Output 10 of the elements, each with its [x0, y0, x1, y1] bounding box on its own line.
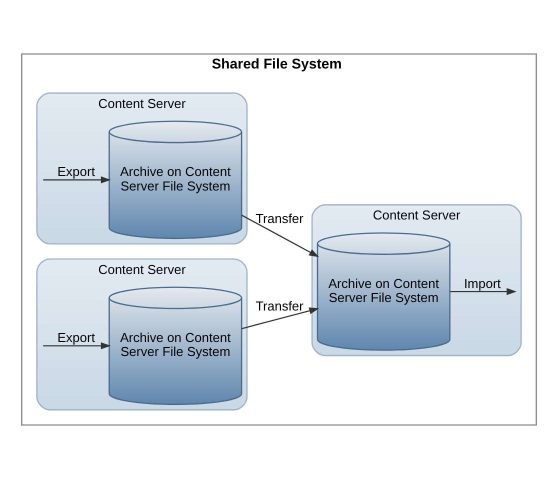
arrow	[43, 176, 111, 184]
arrow	[450, 288, 517, 296]
edge-label: Export	[57, 330, 95, 346]
edge-label: Export	[57, 164, 95, 180]
arrow	[242, 307, 320, 330]
arrow	[241, 214, 320, 258]
edge-label: Import	[464, 276, 501, 291]
edge-label: Transfer	[256, 210, 304, 226]
edge-label: Transfer	[256, 298, 304, 314]
arrow	[43, 342, 111, 350]
